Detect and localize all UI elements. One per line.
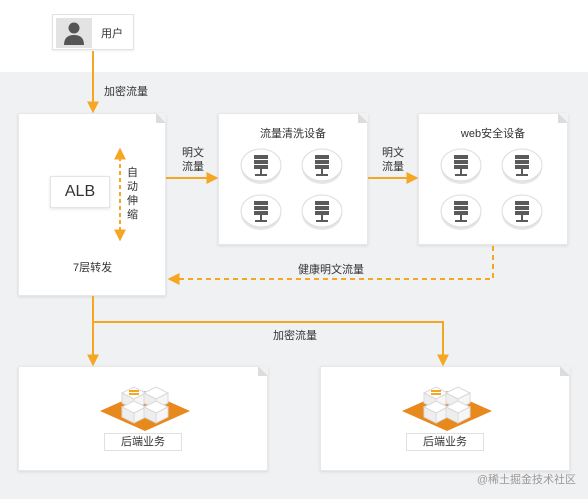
- flow-label-plain-1: 明文 流量: [182, 147, 204, 173]
- server-disc-icon: [300, 146, 344, 186]
- flow-label-encrypted-top: 加密流量: [104, 86, 148, 98]
- scrubbing-card: [218, 113, 368, 245]
- layer7-label: 7层转发: [73, 262, 113, 274]
- server-disc-icon: [500, 192, 544, 232]
- arrow-healthy-return: [167, 246, 494, 285]
- server-disc-icon: [239, 146, 283, 186]
- waf-card: [418, 113, 568, 245]
- server-disc-icon: [300, 192, 344, 232]
- user-label: 用户: [101, 28, 123, 40]
- server-disc-icon: [239, 192, 283, 232]
- alb-box: ALB: [50, 176, 110, 208]
- flow-label-healthy-plain: 健康明文流量: [298, 264, 364, 276]
- waf-title: web安全设备: [460, 128, 526, 140]
- backend-label-right: 后端业务: [406, 433, 484, 451]
- flow-label-encrypted-bottom: 加密流量: [273, 330, 317, 342]
- user-card: 用户: [52, 14, 134, 50]
- flow-label-plain-2: 明文 流量: [382, 147, 404, 173]
- scrubbing-title: 流量清洗设备: [260, 128, 326, 140]
- autoscale-label: 自动伸缩: [127, 167, 138, 221]
- server-cluster-icon: [402, 383, 492, 433]
- backend-card-left: [18, 366, 268, 471]
- arrow-to-backend-right: [92, 296, 449, 367]
- server-cluster-icon: [100, 383, 190, 433]
- user-icon: [56, 18, 92, 48]
- server-disc-icon: [439, 146, 483, 186]
- server-disc-icon: [500, 146, 544, 186]
- watermark: @稀土掘金技术社区: [476, 474, 576, 486]
- backend-label-left: 后端业务: [104, 433, 182, 451]
- server-disc-icon: [439, 192, 483, 232]
